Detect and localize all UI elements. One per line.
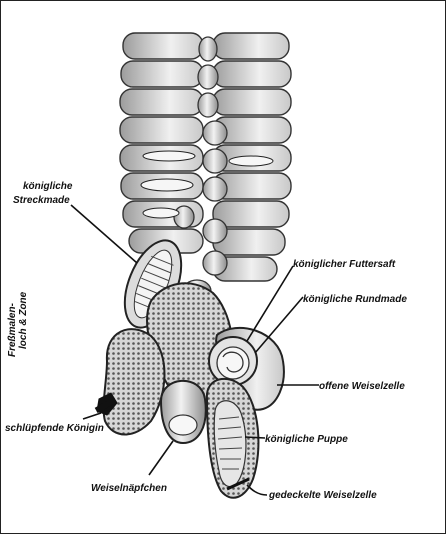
label-puppe: königliche Puppe [265, 434, 348, 445]
side-caption-line-2: loch & Zone [18, 291, 29, 349]
side-caption: Freßmalen- loch & Zone [7, 291, 29, 357]
label-gedeckelte-weiselzelle: gedeckelte Weiselzelle [268, 490, 377, 501]
label-weiselnaepfchen: Weiselnäpfchen [91, 483, 167, 494]
weiselnaepfchen-cup [161, 381, 206, 443]
label-rundmade: königliche Rundmade [303, 294, 407, 305]
label-schluepfende-koenigin: schlüpfende Königin [5, 423, 104, 434]
label-streckmade-2: Streckmade [13, 195, 70, 206]
side-caption-line-1: Freßmalen- [7, 302, 18, 357]
schluepfende-koenigin-cell [95, 329, 165, 434]
label-futtersaft: königlicher Futtersaft [293, 259, 396, 270]
label-offene-weiselzelle: offene Weiselzelle [319, 381, 405, 392]
label-streckmade-1: königliche [23, 181, 73, 192]
